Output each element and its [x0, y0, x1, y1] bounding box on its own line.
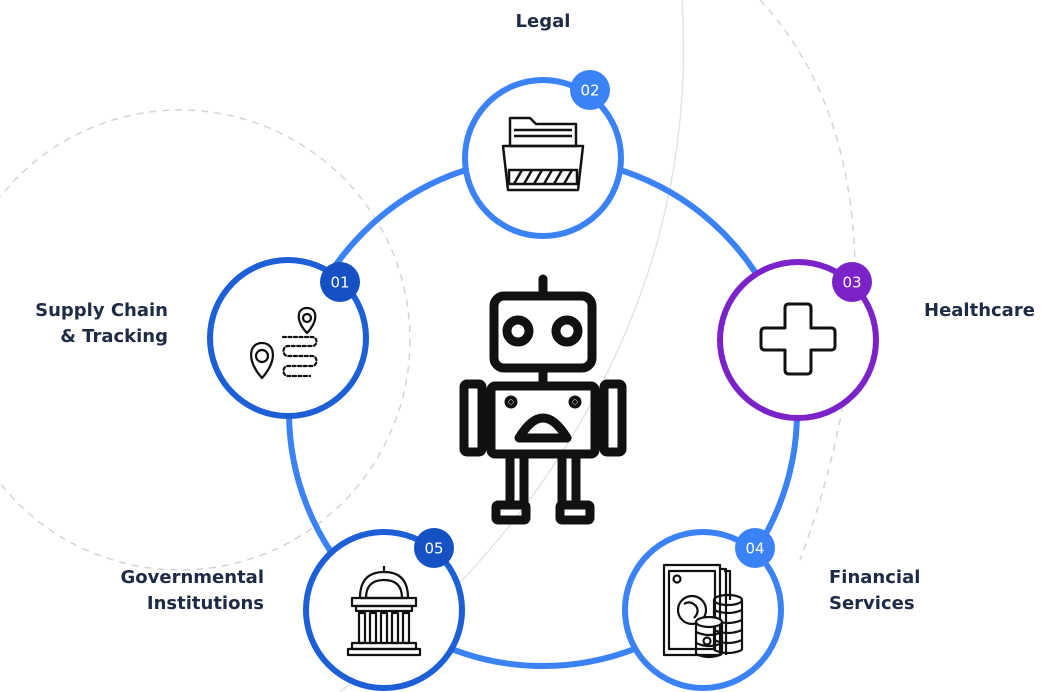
label-financial-line1: Financial	[829, 567, 921, 588]
label-financial: Financial Services	[829, 565, 969, 617]
label-government: Governmental Institutions	[82, 565, 264, 617]
node-financial-badge: 04	[745, 540, 764, 558]
label-legal: Legal	[515, 11, 571, 32]
node-supply-chain-badge: 01	[330, 274, 349, 292]
node-government-badge: 05	[424, 540, 443, 558]
government-building-icon	[346, 566, 422, 657]
label-government-line1: Governmental	[120, 567, 264, 588]
node-healthcare: 03	[717, 259, 879, 421]
robot-icon	[459, 274, 627, 525]
label-financial-line2: Services	[829, 593, 915, 614]
label-supply-chain-line2: & Tracking	[60, 326, 168, 347]
route-pins-icon	[250, 306, 318, 380]
label-healthcare: Healthcare	[924, 300, 1035, 321]
label-government-line2: Institutions	[146, 593, 264, 614]
node-healthcare-badge: 03	[842, 274, 861, 292]
folder-icon	[501, 116, 585, 192]
node-legal: 02	[462, 70, 624, 239]
label-supply-chain: Supply Chain & Tracking	[8, 298, 168, 350]
node-financial: 04	[622, 528, 784, 691]
background-dashed-arc-left	[0, 109, 411, 571]
money-coins-icon	[662, 563, 744, 659]
node-government: 05	[303, 528, 465, 691]
medical-cross-icon	[759, 302, 837, 376]
node-legal-badge: 02	[580, 82, 599, 100]
label-supply-chain-line1: Supply Chain	[35, 300, 168, 321]
node-supply-chain: 01	[207, 257, 369, 419]
